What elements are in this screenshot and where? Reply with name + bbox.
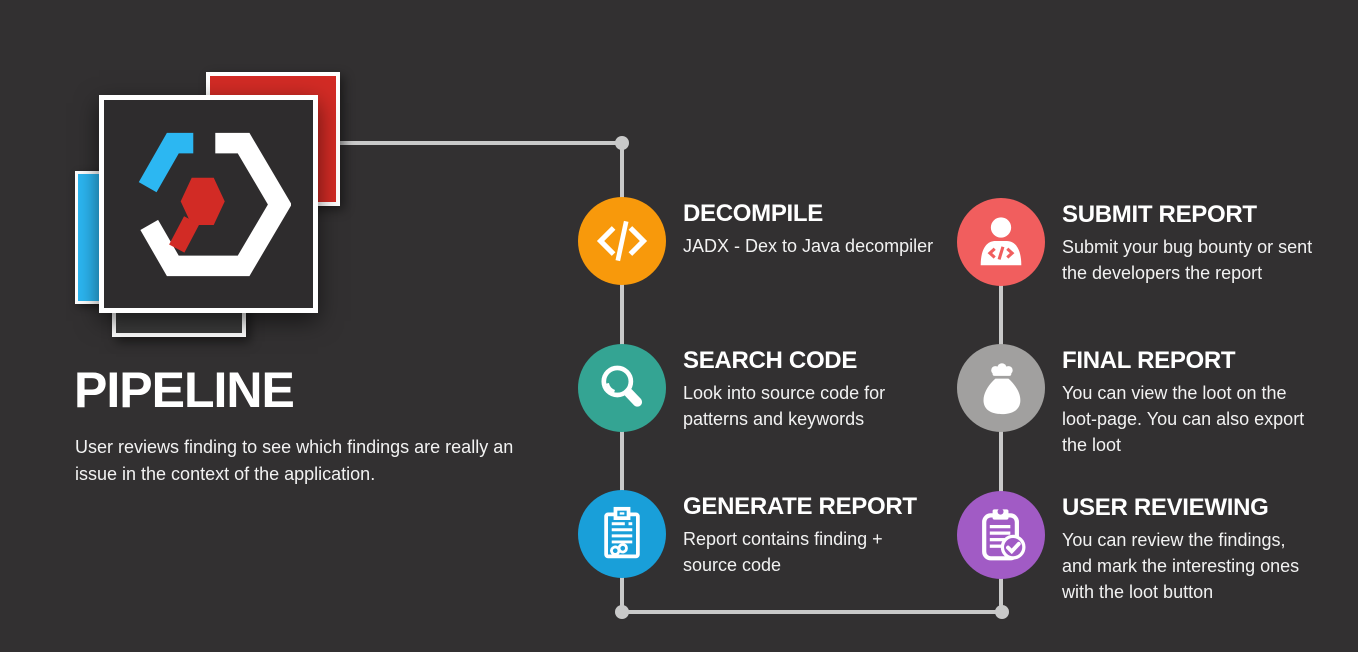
step-title: USER REVIEWING <box>1062 494 1269 521</box>
step-description: JADX - Dex to Java decompiler <box>683 236 934 256</box>
loot-bag-icon <box>983 363 1021 415</box>
search-code-badge <box>578 344 666 432</box>
infinity-glyph <box>610 543 628 556</box>
step-final-report: FINAL REPORT You can view the loot on th… <box>957 344 1304 458</box>
decompile-badge <box>578 197 666 285</box>
logo-main-card <box>99 95 318 313</box>
step-title: GENERATE REPORT <box>683 493 917 520</box>
connector-node-bottom-left <box>615 605 629 619</box>
step-title: FINAL REPORT <box>1062 347 1236 374</box>
user-reviewing-badge <box>957 491 1045 579</box>
final-report-badge <box>957 344 1045 432</box>
step-description: Report contains finding + source code <box>683 529 883 575</box>
hexagon-white-segment <box>139 132 291 276</box>
step-submit-report: SUBMIT REPORT Submit your bug bounty or … <box>957 198 1312 286</box>
step-title: SEARCH CODE <box>683 347 858 374</box>
submit-report-badge <box>957 198 1045 286</box>
step-description: Submit your bug bounty or sent the devel… <box>1062 237 1313 283</box>
step-description: You can view the loot on the loot-page. … <box>1062 383 1305 455</box>
hexagon-blue-segment <box>138 132 193 192</box>
page-title: PIPELINE <box>74 362 295 418</box>
step-decompile: DECOMPILE JADX - Dex to Java decompiler <box>578 197 933 285</box>
connector-node-bottom-right <box>995 605 1009 619</box>
page-description: User reviews finding to see which findin… <box>75 437 514 484</box>
step-title: SUBMIT REPORT <box>1062 201 1257 228</box>
step-description: Look into source code for patterns and k… <box>683 383 886 429</box>
generate-report-badge <box>578 490 666 578</box>
step-generate-report: GENERATE REPORT Report contains finding … <box>578 490 917 578</box>
step-description: You can review the findings, and mark th… <box>1062 530 1300 602</box>
report-document-icon <box>604 506 640 559</box>
step-title: DECOMPILE <box>683 200 823 227</box>
person-code-icon <box>980 217 1022 266</box>
search-icon <box>601 365 643 407</box>
connector-bottom-horizontal <box>622 610 1002 614</box>
hexagon-red-core <box>180 177 225 225</box>
hexagon-red-tail <box>168 215 199 253</box>
step-search-code: SEARCH CODE Look into source code for pa… <box>578 344 885 432</box>
code-icon <box>596 220 648 262</box>
clipboard-check-icon <box>982 508 1026 561</box>
step-user-reviewing: USER REVIEWING You can review the findin… <box>957 491 1299 605</box>
connector-node-top <box>615 136 629 150</box>
connector-top-horizontal <box>338 141 622 145</box>
hexagon-code-logo-icon <box>138 132 291 276</box>
